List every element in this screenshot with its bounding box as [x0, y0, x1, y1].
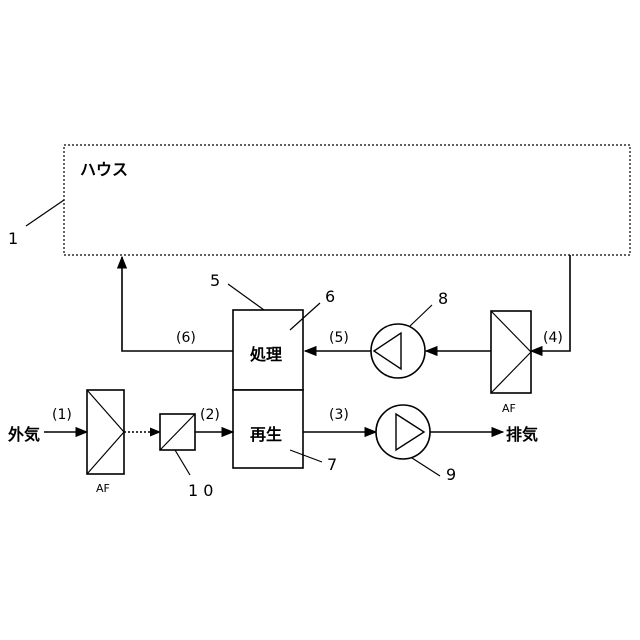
fan-9-icon: [376, 405, 430, 459]
house-box: [64, 145, 630, 255]
fan-8-icon: [371, 324, 425, 378]
flow-label-2: (2): [200, 407, 220, 423]
house-leader-line: [26, 200, 64, 226]
regeneration-label: 再生: [250, 425, 282, 444]
outside-air-label: 外気: [7, 425, 40, 444]
unit-leader-line: [228, 284, 264, 310]
exhaust-air-label: 排気: [506, 425, 538, 444]
prefilter-leader-line: [175, 450, 190, 475]
air-filter-return-label: AF: [502, 402, 516, 415]
house-label: ハウス: [80, 160, 128, 179]
fan-8-leader-line: [410, 305, 432, 326]
prefilter-number: 1 0: [188, 481, 213, 500]
air-filter-outside-label: AF: [96, 482, 110, 495]
flow-label-4: (4): [543, 330, 563, 346]
regeneration-number: 7: [327, 455, 337, 474]
flow-label-6: (6): [176, 330, 196, 346]
processing-number: 6: [325, 287, 335, 306]
prefilter-10-icon: [160, 414, 195, 450]
flow-label-3: (3): [329, 407, 349, 423]
flow-label-5: (5): [329, 330, 349, 346]
house-number: 1: [8, 229, 18, 248]
unit-number: 5: [210, 271, 220, 290]
processing-label: 処理: [250, 345, 282, 364]
fan-8-number: 8: [438, 289, 448, 308]
fan-9-leader-line: [412, 458, 440, 476]
air-filter-return-icon: [491, 311, 531, 393]
air-filter-outside-icon: [87, 390, 124, 474]
fan-9-number: 9: [446, 465, 456, 484]
flow-label-1: (1): [52, 407, 72, 423]
